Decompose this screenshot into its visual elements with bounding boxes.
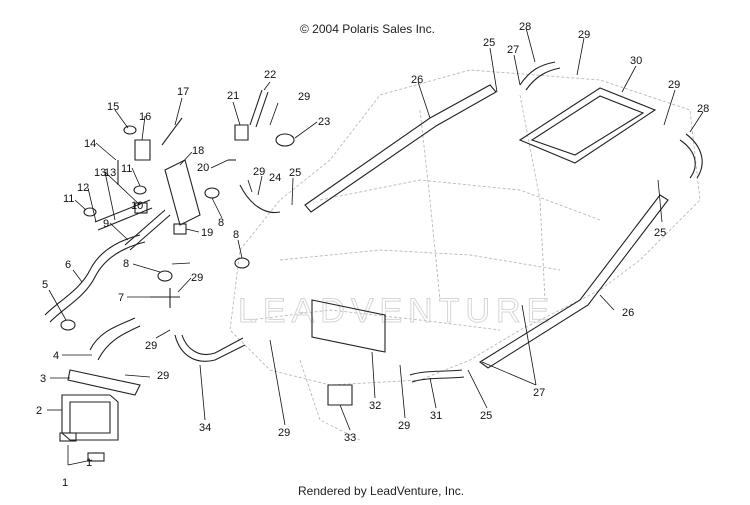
watermark-text: LEADVENTURE: [238, 292, 555, 330]
hose-part: [89, 317, 141, 361]
heat-exchanger-part: [479, 194, 669, 369]
hose-part: [519, 61, 561, 91]
callout-28: 28: [519, 21, 531, 33]
callout-10: 10: [131, 200, 143, 212]
hose-part: [679, 133, 703, 179]
grommet-part: [59, 432, 77, 442]
hose-part-edge: [181, 334, 244, 355]
callout-17: 17: [177, 86, 189, 98]
callout-29: 29: [253, 166, 265, 178]
callout-6: 6: [65, 259, 71, 271]
render-credit: Rendered by LeadVenture, Inc.: [298, 484, 465, 498]
clamp-part: [157, 270, 173, 282]
callout-25: 25: [480, 410, 492, 422]
callout-11: 11: [63, 193, 74, 205]
hose-part: [409, 369, 465, 383]
callout-19: 19: [201, 227, 213, 239]
leader-lines: [47, 27, 704, 466]
clamp-part: [275, 133, 295, 147]
callout-20: 20: [197, 162, 209, 174]
grommet-part: [87, 452, 105, 462]
callout-22: 22: [264, 69, 276, 81]
hose-part: [249, 89, 269, 128]
heat-exchanger-part: [304, 84, 497, 213]
callout-27: 27: [507, 44, 519, 56]
callout-29: 29: [668, 79, 680, 91]
exchanger-bracket-part: [311, 299, 386, 353]
tee-fitting-part: [150, 288, 180, 308]
hose-part: [44, 234, 141, 316]
callout-34: 34: [199, 422, 211, 434]
callout-1: 1: [86, 457, 92, 469]
callout-29: 29: [145, 340, 157, 352]
callout-24: 24: [269, 172, 281, 184]
callout-15: 15: [107, 101, 119, 113]
callout-3: 3: [40, 373, 46, 385]
callout-8: 8: [218, 217, 224, 229]
clamp-part: [133, 185, 147, 195]
bracket-part: [134, 139, 151, 161]
callout-29: 29: [278, 427, 290, 439]
callout-29: 29: [157, 370, 169, 382]
callout-25: 25: [654, 227, 666, 239]
parts: [44, 61, 703, 462]
clamp-part: [83, 207, 97, 217]
callout-13: 13: [104, 167, 116, 179]
callout-29: 29: [578, 29, 590, 41]
clamp-part: [234, 257, 250, 269]
callout-8: 8: [123, 258, 129, 270]
callout-8: 8: [233, 229, 239, 241]
callout-13: 13: [94, 167, 106, 179]
cooler-box-inner: [69, 401, 111, 434]
callout-9: 9: [103, 218, 109, 230]
clamp-part: [60, 319, 76, 331]
bracket-part: [67, 369, 141, 396]
coil-hose-part: [124, 209, 171, 251]
washer-part: [123, 125, 137, 135]
cooler-box-part: [61, 394, 119, 441]
callout-labels: 1 1 2 3 4 5 6 7 8 8 8 9 10 11 11 12 13 1…: [36, 21, 709, 489]
callout-16: 16: [139, 111, 151, 123]
chassis-ghost-outline: [229, 69, 701, 441]
radiator-panel-inner: [530, 95, 645, 156]
hose-part: [239, 184, 281, 214]
callout-26: 26: [622, 307, 634, 319]
callout-29: 29: [191, 272, 203, 284]
callout-31: 31: [430, 410, 442, 422]
hose-part-edge: [49, 241, 146, 323]
callout-33: 33: [344, 432, 356, 444]
clamp-part: [204, 187, 220, 199]
housing-part: [164, 159, 201, 226]
callout-11: 11: [121, 163, 132, 175]
callout-28: 28: [697, 103, 709, 115]
callout-12: 12: [77, 182, 89, 194]
pad-part: [327, 384, 353, 406]
rod-part: [161, 117, 183, 146]
callout-5: 5: [42, 279, 48, 291]
radiator-panel-part: [518, 87, 657, 164]
callout-2: 2: [36, 405, 42, 417]
callout-1: 1: [62, 477, 68, 489]
callout-18: 18: [192, 145, 204, 157]
callout-32: 32: [369, 400, 381, 412]
callout-25: 25: [289, 167, 301, 179]
clip-part: [234, 124, 249, 141]
callout-29: 29: [398, 420, 410, 432]
copyright-notice: © 2004 Polaris Sales Inc.: [300, 22, 435, 36]
callout-25: 25: [483, 37, 495, 49]
callout-29: 29: [298, 91, 310, 103]
callout-26: 26: [411, 74, 423, 86]
callout-4: 4: [53, 350, 59, 362]
callout-14: 14: [84, 138, 96, 150]
callout-7: 7: [118, 292, 124, 304]
callout-30: 30: [630, 55, 642, 67]
callout-21: 21: [227, 90, 239, 102]
hose-part: [174, 334, 246, 362]
callout-23: 23: [318, 116, 330, 128]
callout-27: 27: [533, 387, 545, 399]
tube-part: [94, 199, 153, 231]
